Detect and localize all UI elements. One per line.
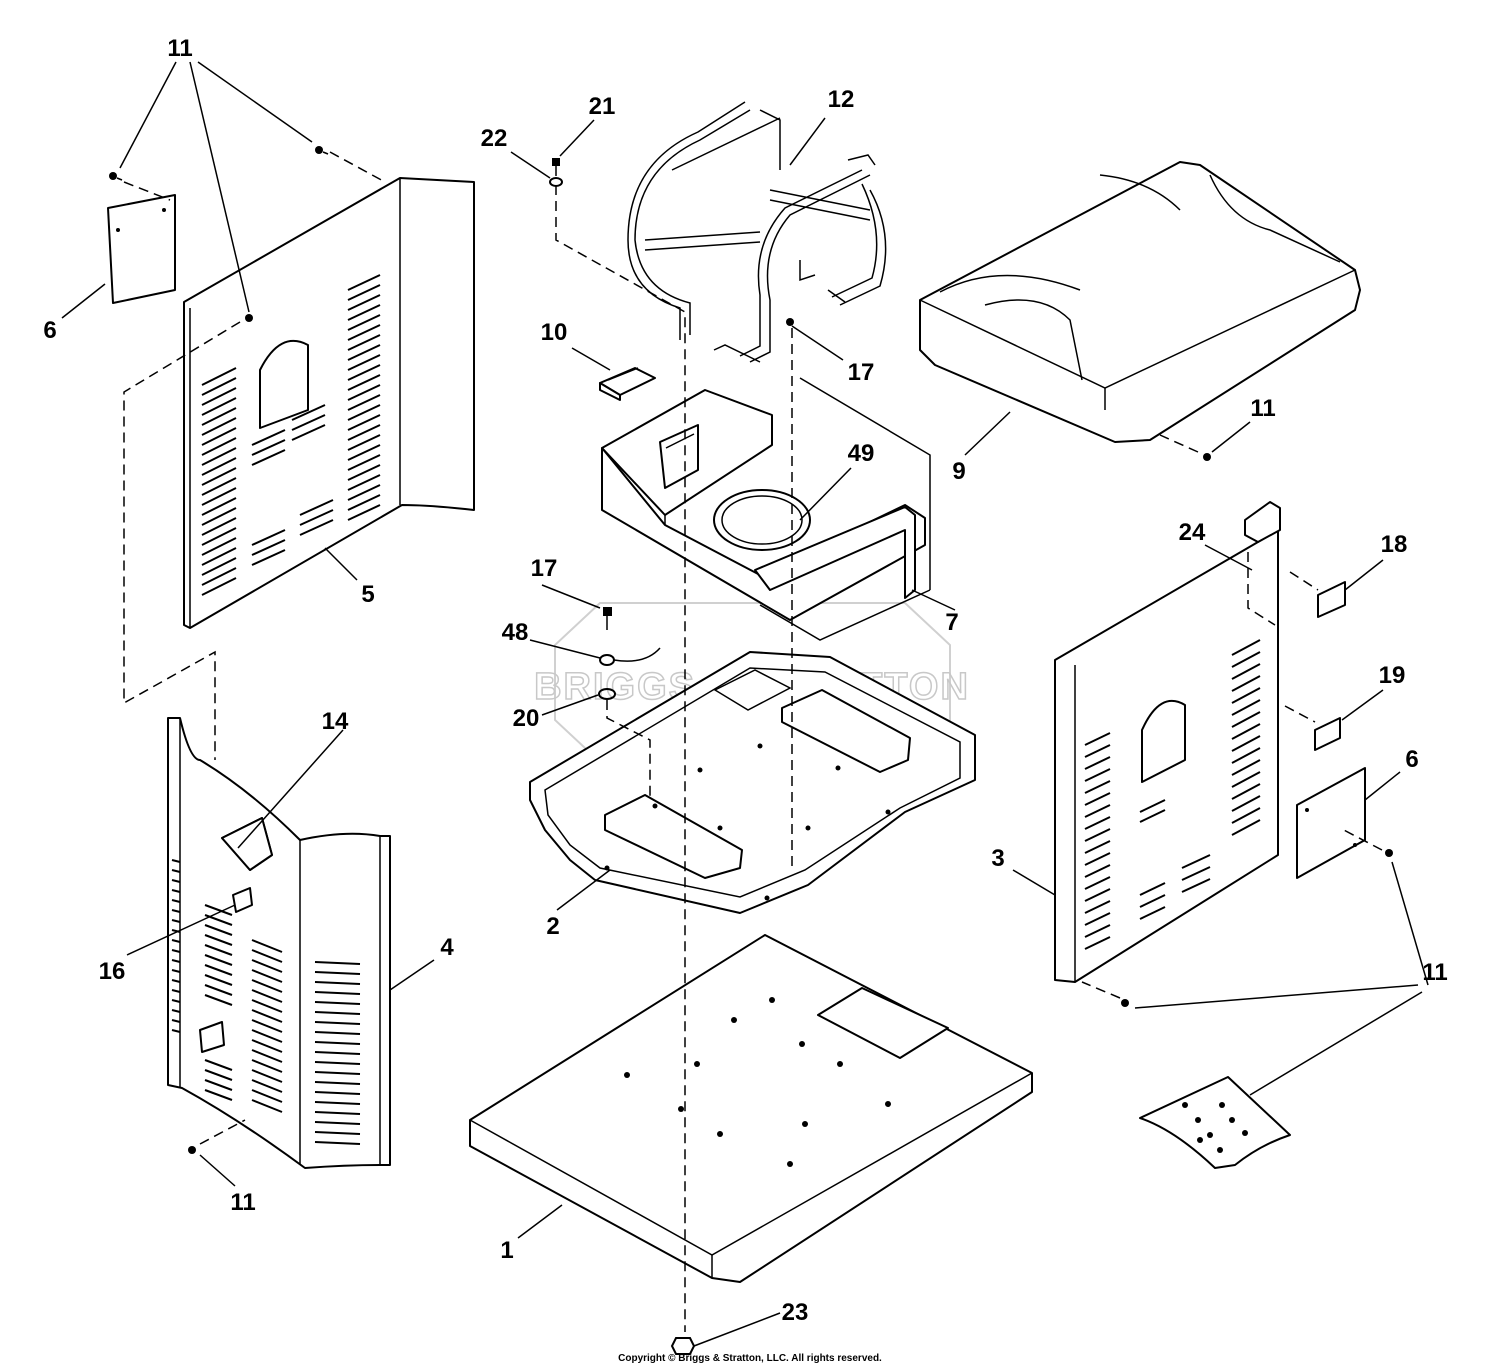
bolt-icon (603, 607, 612, 630)
callout-1: 1 (500, 1237, 513, 1264)
washer-icon (598, 688, 616, 700)
callout-11-bottom-left: 11 (230, 1189, 255, 1216)
part-10-component[interactable] (599, 367, 656, 401)
callout-4: 4 (440, 934, 454, 961)
callout-21: 21 (589, 93, 616, 120)
fasteners (109, 146, 1393, 1355)
callout-49: 49 (848, 440, 875, 467)
callout-23: 23 (782, 1299, 809, 1326)
nut-icon (670, 1337, 696, 1355)
callout-11-right: 11 (1422, 959, 1447, 986)
part-3-right-side-panel[interactable] (1054, 501, 1281, 983)
callout-3: 3 (991, 845, 1004, 872)
callout-19: 19 (1379, 662, 1406, 689)
assembly-guide-lines (123, 151, 1383, 1332)
washer-icon (549, 177, 563, 187)
callout-48: 48 (502, 619, 529, 646)
part-6-cover-plate-right[interactable] (1296, 767, 1366, 879)
ground-wire-icon (599, 647, 661, 666)
fastener-bag (1139, 1076, 1291, 1169)
part-7-control-housing[interactable] (601, 377, 931, 641)
part-14-decal (221, 817, 273, 871)
part-5-rear-panel[interactable] (183, 177, 475, 629)
callout-2: 2 (546, 913, 559, 940)
part-12-lift-frame[interactable] (627, 101, 887, 363)
callout-17-lower: 17 (531, 555, 558, 582)
leader-lines (61, 61, 1429, 1347)
callout-24: 24 (1179, 519, 1206, 546)
right-panel-vents (1084, 639, 1261, 950)
part-9-top-cover[interactable] (919, 161, 1361, 443)
callout-9: 9 (952, 458, 965, 485)
screw-icon (1203, 453, 1211, 461)
screw-icon (245, 314, 253, 322)
callout-10: 10 (541, 319, 568, 346)
screw-icon (1385, 849, 1393, 857)
callout-11-top-left: 11 (167, 35, 192, 62)
callout-7: 7 (945, 609, 958, 636)
screw-icon (786, 318, 794, 326)
callout-11-top-right: 11 (1250, 395, 1275, 422)
callout-6-right: 6 (1405, 746, 1418, 773)
part-2-cradle-tray[interactable] (529, 651, 976, 914)
part-6-cover-plate-left[interactable] (107, 194, 176, 304)
rear-panel-vents (201, 274, 381, 596)
callout-5: 5 (361, 581, 374, 608)
part-4-front-panel[interactable] (167, 717, 391, 1169)
bolt-icon (552, 158, 560, 176)
screw-icon (109, 172, 123, 181)
screw-icon (1121, 999, 1129, 1007)
front-panel-vents (171, 859, 361, 1145)
callout-numbers: 11 6 5 22 21 12 10 17 49 9 11 24 18 7 17… (43, 35, 1447, 1326)
screw-icon (315, 146, 329, 155)
part-18-label (1317, 581, 1346, 618)
callout-17-upper: 17 (848, 359, 875, 386)
part-19-label (1314, 717, 1341, 751)
callout-14: 14 (322, 708, 349, 735)
callout-12: 12 (828, 86, 855, 113)
callout-16: 16 (99, 958, 126, 985)
callout-6-left: 6 (43, 317, 56, 344)
copyright-notice: Copyright © Briggs & Stratton, LLC. All … (618, 1353, 882, 1364)
callout-18: 18 (1381, 531, 1408, 558)
part-1-base-plate[interactable] (469, 934, 1033, 1283)
callout-22: 22 (481, 125, 508, 152)
callout-20: 20 (513, 705, 540, 732)
screw-icon (188, 1146, 196, 1154)
